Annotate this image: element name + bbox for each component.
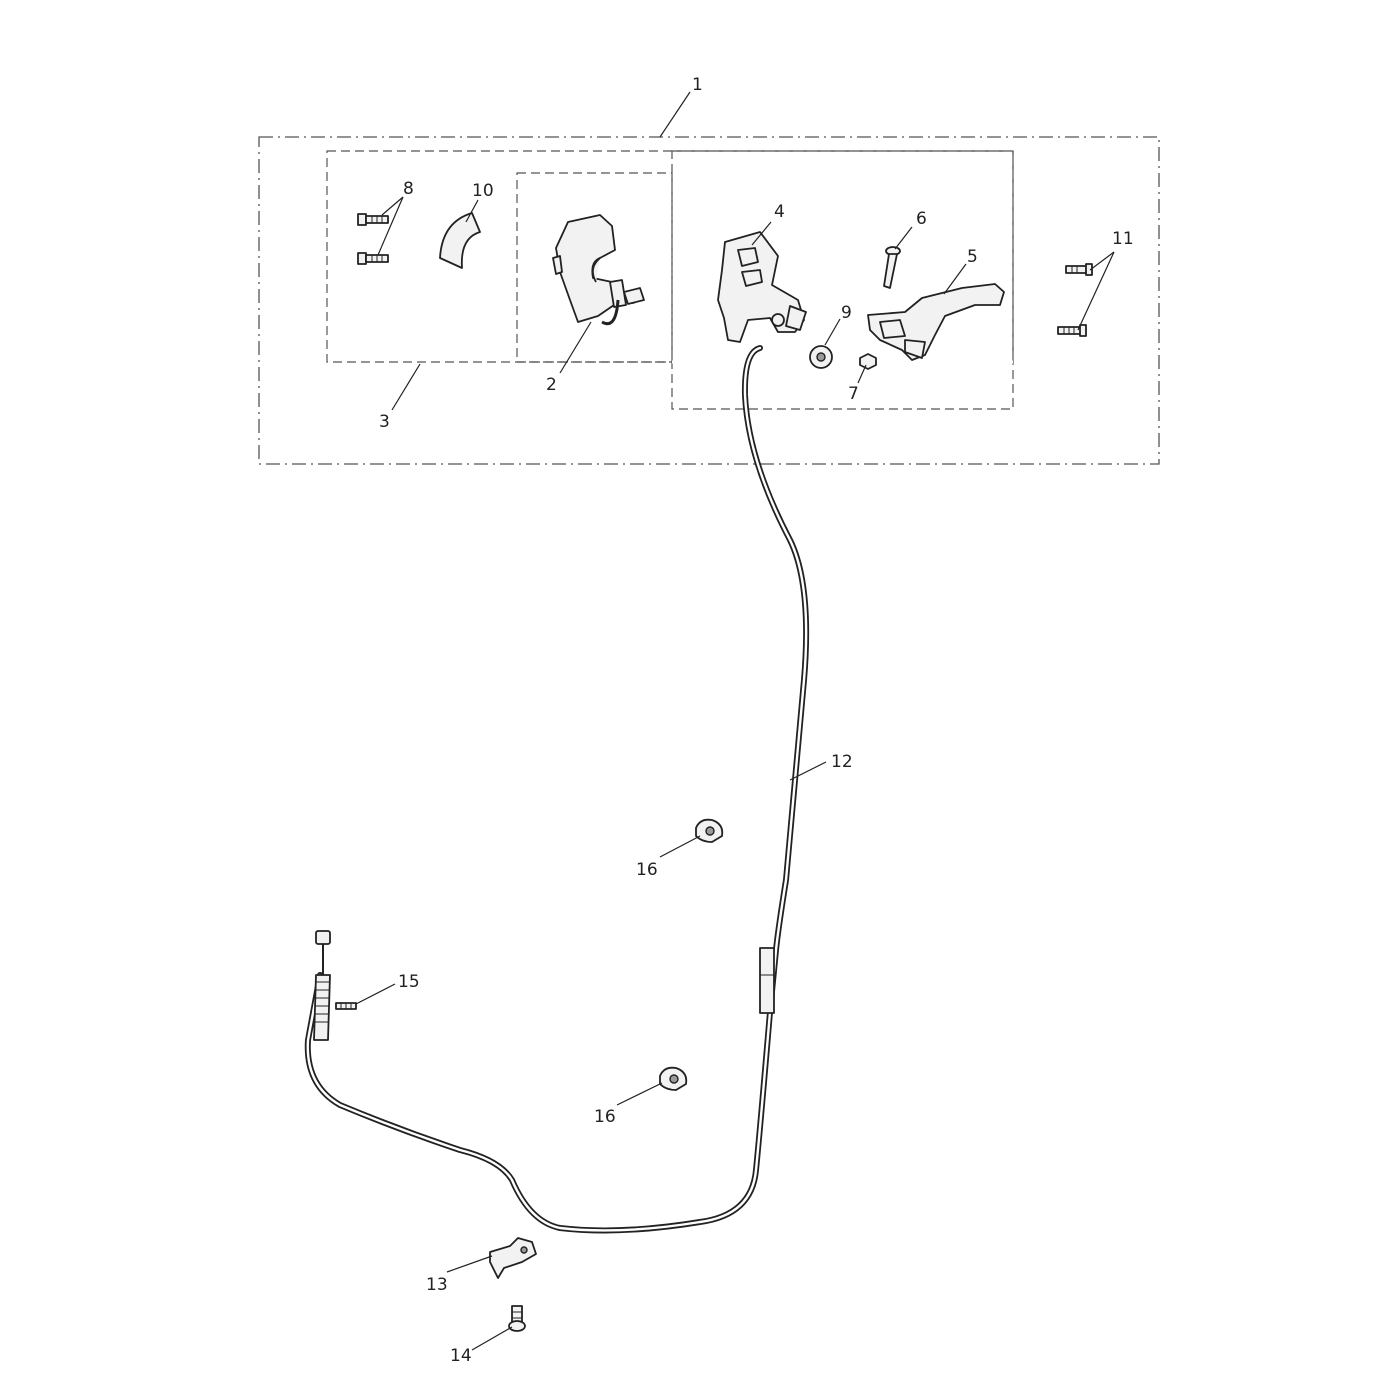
callout-10: 10 [472,181,494,201]
clutch-switch-2 [552,214,645,326]
callout-16-upper: 16 [636,860,658,880]
cable-clip-16-upper [695,818,724,843]
cable-bracket-13 [489,1237,537,1279]
group-frame-3 [326,150,1014,363]
callout-13: 13 [426,1275,448,1295]
bolt-14 [508,1305,526,1332]
half-clamp-10 [439,212,481,269]
pivot-bolt-6 [883,246,901,289]
callout-6: 6 [916,209,927,229]
callout-9: 9 [841,303,852,323]
screw-11-lower [1057,324,1087,337]
screw-11-upper [1065,263,1093,276]
callout-15: 15 [398,972,420,992]
screw-8-upper [357,213,389,226]
callout-3: 3 [379,412,390,432]
callout-11: 11 [1112,229,1134,249]
callout-7: 7 [848,384,859,404]
lever-bracket-4 [717,231,807,343]
group-frame-switch [516,172,673,363]
nut-7 [859,353,877,370]
callout-1: 1 [692,75,703,95]
assembly-frame-1 [258,136,1160,465]
cable-clip-16-lower [659,1066,688,1091]
leader-lines [355,91,1115,1351]
screw-8-lower [357,252,389,265]
callout-2: 2 [546,375,557,395]
callout-14: 14 [450,1346,472,1366]
callout-16-lower: 16 [594,1107,616,1127]
clutch-cable-12 [304,345,810,1234]
callout-5: 5 [967,247,978,267]
bush-9 [809,345,833,369]
callout-8: 8 [403,179,414,199]
callout-12: 12 [831,752,853,772]
group-frame-lever [671,150,1014,410]
callout-4: 4 [774,202,785,222]
spring-15 [335,1002,357,1010]
clutch-lever-5 [867,283,1005,361]
